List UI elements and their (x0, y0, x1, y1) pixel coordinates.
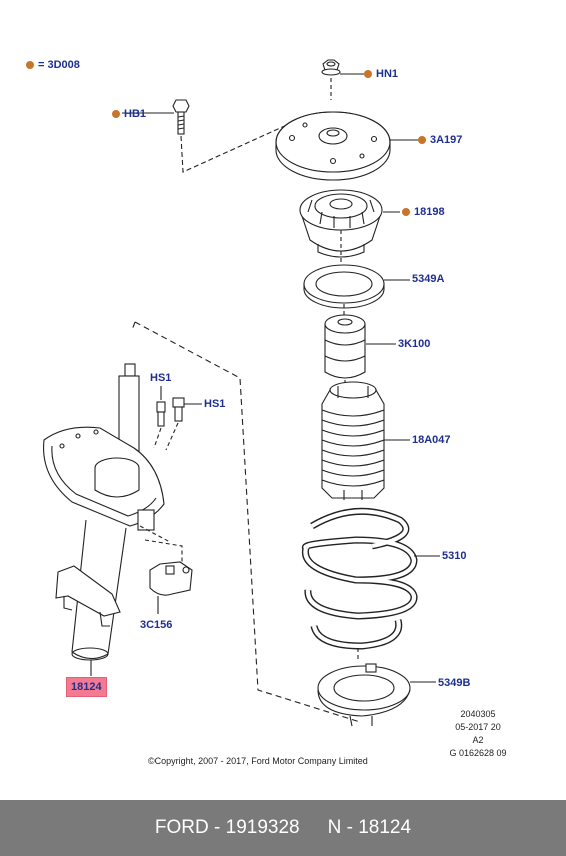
spring-seat-5349b-drawing (317, 663, 411, 727)
callout-18a047-label: 18A047 (412, 434, 451, 446)
callout-5310-label: 5310 (442, 550, 467, 562)
dot-icon (112, 110, 120, 119)
bolt-hs1-b-drawing (172, 397, 185, 422)
dot-icon (402, 208, 410, 217)
callout-3a197: 3A197 (418, 134, 462, 146)
callout-18124-highlighted: 18124 (66, 677, 107, 697)
meta-line: 2040305 (460, 709, 496, 719)
callout-5349b-label: 5349B (438, 677, 471, 689)
callout-5349a: 5349A (412, 273, 444, 285)
dot-icon (364, 70, 372, 79)
part-number-footer: FORD - 1919328 N - 18124 (0, 800, 566, 856)
callout-18a047: 18A047 (412, 434, 451, 446)
callout-18198: 18198 (402, 206, 445, 218)
exploded-parts-diagram (43, 59, 440, 727)
legend-3d008: = 3D008 (26, 59, 80, 71)
meta-line: A2 (472, 735, 484, 745)
top-mount-3a197-drawing (275, 111, 391, 181)
callout-hs1-b-label: HS1 (204, 398, 226, 410)
callout-hs1-b: HS1 (204, 398, 225, 410)
callout-3c156-label: 3C156 (140, 619, 173, 631)
legend-code: 3D008 (47, 59, 80, 71)
callout-hn1: HN1 (364, 68, 398, 80)
dot-icon (418, 136, 426, 145)
dust-boot-18a047-drawing (321, 381, 385, 500)
footer-n-part-number: N - 18124 (327, 817, 412, 838)
callout-3c156: 3C156 (140, 619, 172, 631)
copyright-notice: ©Copyright, 2007 - 2017, Ford Motor Comp… (148, 756, 368, 766)
bracket-3c156-drawing (149, 561, 193, 596)
callout-3a197-label: 3A197 (430, 134, 463, 146)
callout-5310: 5310 (442, 550, 466, 562)
footer-ford-part-number: FORD - 1919328 (154, 817, 300, 838)
callout-hs1-a: HS1 (150, 372, 171, 384)
callout-18124-label: 18124 (71, 681, 102, 693)
diagram-reference-block: 2040305 05-2017 20 A2 G 0162628 09 (440, 708, 516, 760)
callout-5349b: 5349B (438, 677, 470, 689)
callout-hb1-label: HB1 (124, 108, 147, 120)
strut-18124-drawing (43, 363, 165, 661)
callout-5349a-label: 5349A (412, 273, 445, 285)
callout-hb1: HB1 (112, 108, 146, 120)
legend-symbol: = (38, 59, 45, 71)
callout-3k100-label: 3K100 (398, 338, 431, 350)
callout-3k100: 3K100 (398, 338, 430, 350)
dot-icon (26, 61, 34, 70)
callout-hs1-a-label: HS1 (150, 372, 172, 384)
callout-18198-label: 18198 (414, 206, 445, 218)
spring-seat-5349a-drawing (303, 264, 385, 309)
nut-hn1-drawing (321, 59, 341, 76)
meta-line: 05-2017 20 (455, 722, 501, 732)
bump-stop-3k100-drawing (324, 314, 366, 379)
callout-hn1-label: HN1 (376, 68, 399, 80)
bolt-hb1-drawing (172, 99, 190, 135)
meta-line: G 0162628 09 (449, 748, 507, 758)
bolt-hs1-a-drawing (156, 401, 166, 427)
